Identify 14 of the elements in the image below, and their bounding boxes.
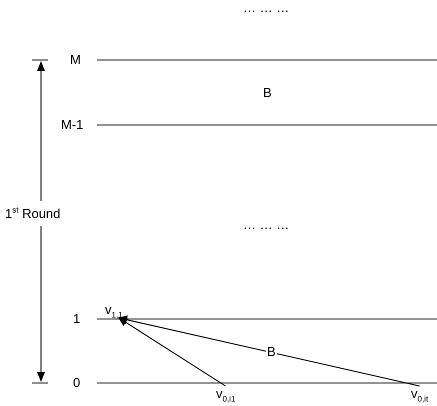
- level-label: 1: [73, 311, 80, 326]
- vertex-label: v$_{0,i1}$: [215, 386, 236, 402]
- level-label: M: [70, 52, 81, 67]
- ellipsis-text: … … …: [243, 217, 290, 232]
- edge-label: B: [266, 345, 277, 359]
- level-label: 0: [73, 375, 80, 390]
- arrow: [118, 315, 420, 386]
- region-label: B: [263, 85, 272, 100]
- vertex-label: v$_{0,it}$: [410, 386, 430, 402]
- axis-label: 1$^{st}$ Round: [5, 206, 60, 221]
- arrow: [118, 318, 226, 386]
- level-label: M-1: [61, 117, 84, 132]
- vertex-label: v$_{1,1}$: [104, 302, 124, 318]
- ellipsis-text: … … …: [243, 0, 290, 15]
